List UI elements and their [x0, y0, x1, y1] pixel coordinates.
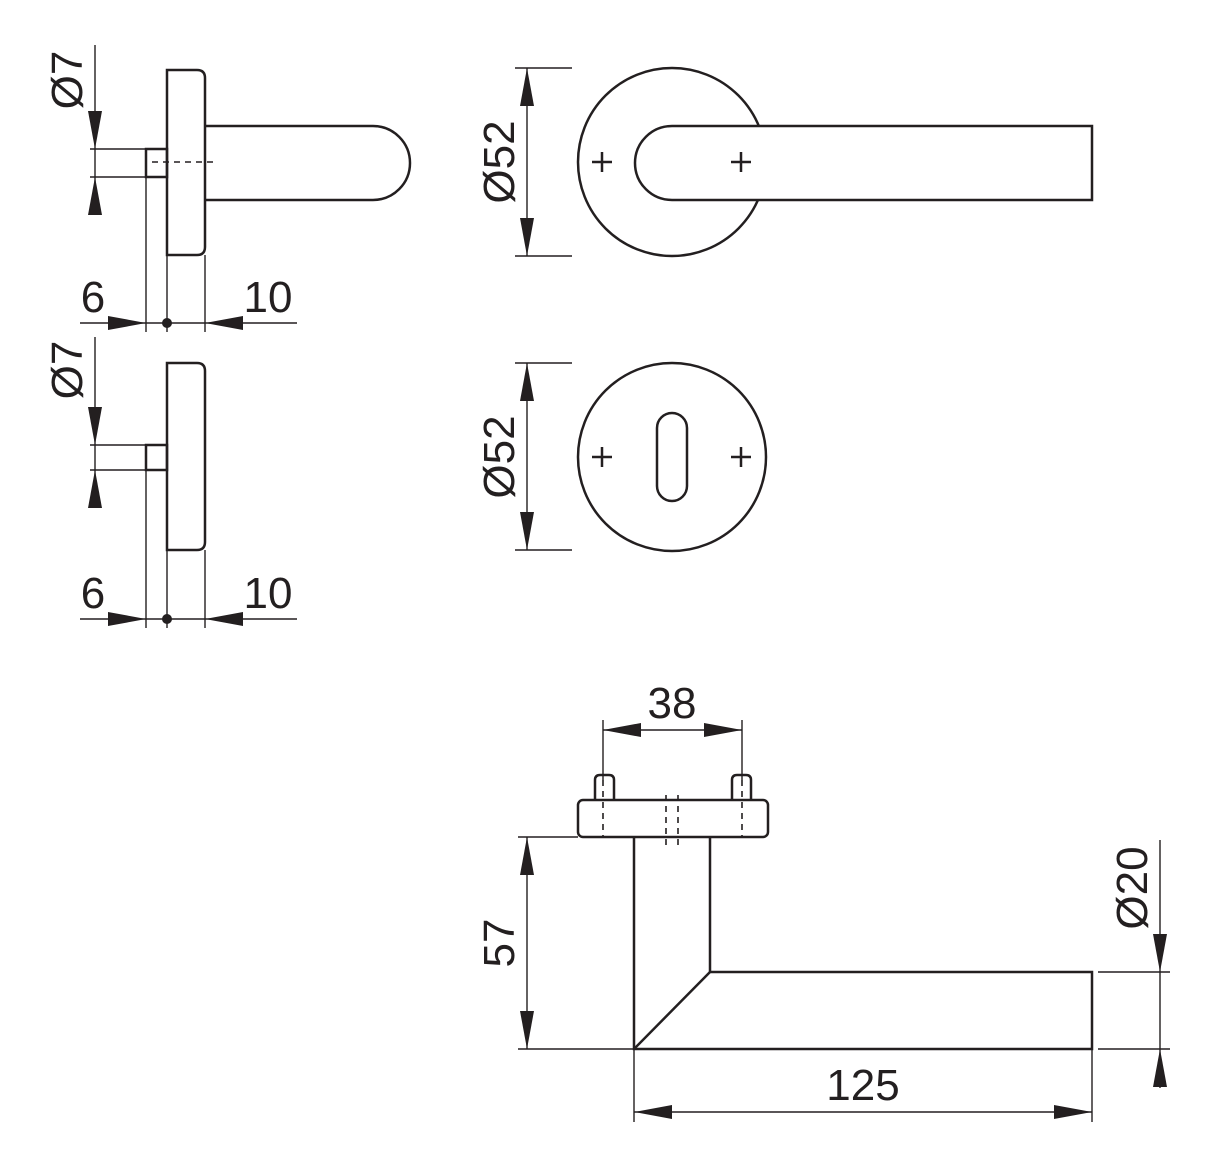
- dimension-arrow: [520, 363, 534, 401]
- dimension-arrow: [88, 407, 102, 445]
- left-offset-label: 6: [81, 273, 105, 322]
- side-view-escutcheon: Ø7 6 10: [43, 337, 297, 628]
- front-view-escutcheon: Ø52: [475, 361, 768, 553]
- spindle-diameter-label: Ø7: [43, 341, 92, 400]
- screw-mark: [592, 447, 612, 467]
- dimension-arrow: [108, 612, 146, 626]
- right-offset-label: 10: [244, 273, 293, 322]
- dimension-arrow: [603, 723, 641, 737]
- spindle-diameter-label: Ø7: [43, 51, 92, 110]
- dimension-arrow: [520, 512, 534, 550]
- dimension-arrow: [88, 177, 102, 215]
- lever-body-top: [632, 837, 1094, 1051]
- rose-plate-top: [576, 798, 770, 839]
- escutcheon-diameter-label: Ø52: [475, 415, 524, 498]
- screw-mark: [592, 152, 612, 172]
- dimension-arrow: [205, 316, 243, 330]
- lever-grip-front: [633, 124, 1094, 202]
- reference-dot: [162, 614, 172, 624]
- reference-dot: [162, 318, 172, 328]
- dimension-arrow: [88, 470, 102, 508]
- rose-diameter-label: Ø52: [475, 120, 524, 203]
- lever-bend-line: [633, 971, 711, 1050]
- grip-diameter-label: Ø20: [1108, 846, 1157, 929]
- escutcheon-profile: [165, 361, 207, 552]
- projection-label: 57: [475, 919, 524, 968]
- dimension-arrow: [108, 316, 146, 330]
- spindle-stub: [144, 443, 169, 472]
- dimension-arrow: [520, 68, 534, 106]
- rose-profile: [165, 68, 207, 257]
- screw-spacing-label: 38: [648, 679, 697, 728]
- spindle-stub: [144, 147, 169, 179]
- dimension-arrow: [520, 1011, 534, 1049]
- screw-post: [593, 773, 616, 800]
- dimension-arrow: [205, 612, 243, 626]
- length-label: 125: [826, 1061, 899, 1110]
- left-offset-label: 6: [81, 569, 105, 618]
- screw-mark: [731, 152, 751, 172]
- dimension-arrow: [520, 218, 534, 256]
- round-escutcheon: [576, 361, 768, 553]
- side-view-lever: Ø7 6 10: [43, 45, 412, 332]
- dimension-arrow: [1054, 1105, 1092, 1119]
- front-view-lever: Ø52: [475, 66, 1094, 258]
- lever-grip-profile: [205, 124, 412, 202]
- dimension-arrow: [704, 723, 742, 737]
- dimension-arrow: [88, 111, 102, 149]
- dimension-arrow: [634, 1105, 672, 1119]
- right-offset-label: 10: [244, 569, 293, 618]
- top-view-lever: 38 57 125 Ø20: [475, 679, 1170, 1122]
- dimension-arrow: [520, 837, 534, 875]
- dimension-arrow: [1153, 1049, 1167, 1087]
- dimension-arrow: [1153, 934, 1167, 972]
- screw-mark: [731, 447, 751, 467]
- keyhole-slot: [655, 411, 689, 503]
